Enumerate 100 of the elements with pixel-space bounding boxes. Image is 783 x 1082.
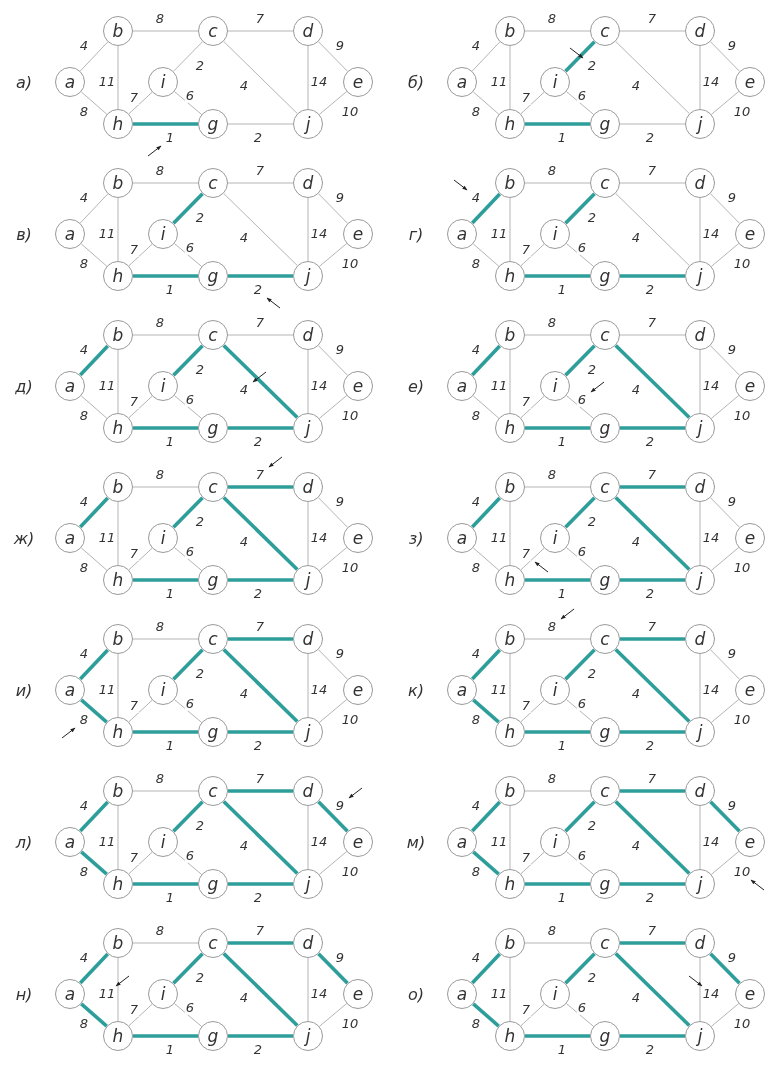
- vertex-circle: g: [590, 413, 620, 443]
- graph-edge: [78, 952, 110, 985]
- graph-edge: [620, 426, 685, 430]
- panel-label: з): [408, 528, 424, 548]
- vertex-circle: b: [103, 472, 133, 502]
- vertex-circle: i: [540, 675, 570, 705]
- vertex-circle: g: [198, 869, 228, 899]
- graph-edge: [80, 395, 108, 419]
- graph-edge: [711, 1003, 739, 1027]
- graph-edge: [133, 122, 198, 126]
- vertex-circle: e: [343, 827, 373, 857]
- graph-edge: [620, 941, 685, 945]
- graph-edge: [524, 790, 591, 792]
- vertex-circle: c: [198, 320, 228, 350]
- vertex-circle: d: [293, 320, 323, 350]
- vertex-circle: e: [735, 523, 765, 553]
- graph-edge: [620, 485, 685, 489]
- graph-edge: [710, 649, 740, 680]
- vertex-circle: a: [55, 827, 85, 857]
- edge-weight: 6: [576, 392, 588, 408]
- graph-edge: [615, 193, 690, 266]
- graph-edge: [620, 1034, 685, 1038]
- panel-label: и): [15, 680, 33, 700]
- vertex-circle: e: [343, 371, 373, 401]
- vertex-circle: d: [293, 168, 323, 198]
- vertex-circle: a: [55, 219, 85, 249]
- graph-edge: [117, 653, 119, 718]
- graph-edge: [80, 698, 108, 724]
- graph-edge: [711, 243, 739, 267]
- graph-edge: [710, 497, 740, 528]
- vertex-circle: a: [55, 67, 85, 97]
- graph-edge: [525, 426, 590, 430]
- graph-edge: [117, 805, 119, 870]
- graph-edge: [319, 851, 347, 875]
- graph-edge: [133, 426, 198, 430]
- edge-weight: 7: [520, 546, 532, 562]
- vertex-circle: c: [590, 624, 620, 654]
- graph-edge: [222, 648, 299, 723]
- vertex-circle: a: [55, 371, 85, 401]
- panel-label: в): [16, 224, 32, 244]
- vertex-circle: d: [685, 168, 715, 198]
- vertex-circle: i: [148, 827, 178, 857]
- vertex-circle: h: [495, 413, 525, 443]
- graph-edge: [117, 349, 119, 414]
- panel-label: ж): [13, 528, 35, 548]
- graph-edge: [172, 952, 204, 985]
- vertex-circle: e: [343, 675, 373, 705]
- graph-edge: [699, 805, 701, 870]
- vertex-circle: g: [590, 869, 620, 899]
- vertex-circle: a: [447, 675, 477, 705]
- graph-edge: [307, 957, 309, 1022]
- graph-edge: [228, 941, 293, 945]
- panel-label: д): [15, 376, 33, 396]
- graph-edge: [172, 800, 204, 833]
- edge-weight: 7: [520, 90, 532, 106]
- graph-edge: [307, 501, 309, 566]
- graph-edge: [566, 699, 594, 723]
- vertex-circle: g: [590, 1021, 620, 1051]
- vertex-circle: i: [148, 979, 178, 1009]
- vertex-circle: a: [447, 371, 477, 401]
- vertex-circle: c: [590, 776, 620, 806]
- graph-edge: [228, 730, 293, 734]
- vertex-circle: b: [103, 776, 133, 806]
- graph-edge: [128, 547, 153, 571]
- vertex-circle: h: [103, 717, 133, 747]
- graph-edge: [117, 501, 119, 566]
- graph-edge: [564, 496, 596, 529]
- graph-edge: [614, 800, 691, 875]
- edge-weight: 6: [184, 240, 196, 256]
- graph-edge: [132, 638, 199, 640]
- vertex-circle: i: [540, 371, 570, 401]
- graph-edge: [699, 45, 701, 110]
- graph-edge: [174, 547, 202, 571]
- vertex-circle: b: [495, 320, 525, 350]
- edge-weight: 6: [576, 88, 588, 104]
- graph-edge: [128, 243, 153, 267]
- graph-edge: [172, 648, 204, 681]
- graph-edge: [699, 957, 701, 1022]
- graph-edge: [509, 501, 511, 566]
- vertex-circle: h: [495, 869, 525, 899]
- vertex-circle: e: [343, 67, 373, 97]
- vertex-circle: g: [198, 717, 228, 747]
- graph-edge: [133, 730, 198, 734]
- graph-edge: [79, 193, 109, 224]
- graph-edge: [128, 1003, 153, 1027]
- graph-edge: [319, 395, 347, 419]
- graph-edge: [133, 578, 198, 582]
- graph-edge: [619, 30, 686, 32]
- graph-edge: [307, 349, 309, 414]
- graph-edge: [509, 653, 511, 718]
- graph-edge: [173, 41, 203, 72]
- graph-edge: [79, 41, 109, 72]
- graph-edge: [133, 882, 198, 886]
- edge-weight: 7: [128, 546, 140, 562]
- vertex-circle: d: [685, 320, 715, 350]
- vertex-circle: g: [198, 109, 228, 139]
- graph-edge: [564, 952, 596, 985]
- graph-edge: [228, 426, 293, 430]
- panel-label: а): [16, 72, 32, 92]
- graph-edge: [699, 349, 701, 414]
